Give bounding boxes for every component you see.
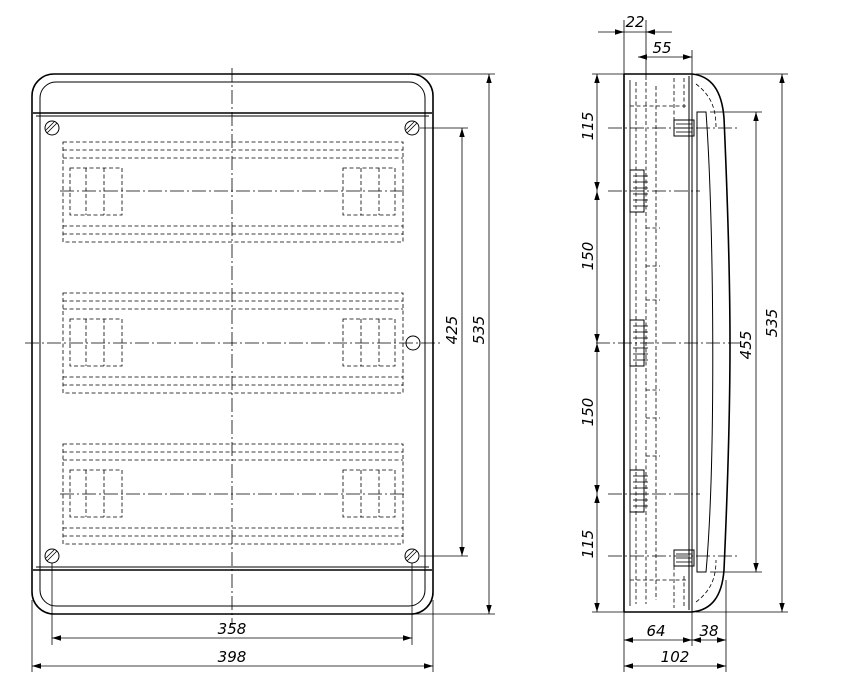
din-rail-row-2: [62, 292, 404, 394]
door-outline: [691, 73, 731, 613]
svg-text:535: 535: [763, 309, 781, 338]
dim-overall-width: 398: [31, 600, 434, 672]
dim-depth-22: 22: [598, 13, 672, 80]
dim-vertical-chain: 115 150 150 115: [579, 73, 624, 613]
enclosure-outline: [31, 73, 434, 615]
svg-text:38: 38: [699, 622, 718, 640]
screw-bottom-right: [404, 548, 420, 564]
svg-text:455: 455: [737, 331, 755, 360]
side-rail-3: [629, 469, 648, 513]
svg-text:64: 64: [646, 622, 665, 640]
dim-door-height: 455: [710, 111, 762, 573]
side-screw-bottom: [673, 549, 695, 567]
svg-text:22: 22: [625, 13, 644, 31]
din-rail-row-3: [60, 443, 406, 545]
dim-mount-width: 358: [51, 563, 413, 645]
svg-text:115: 115: [579, 112, 597, 141]
svg-text:535: 535: [470, 316, 488, 345]
enclosure-inner-edge: [39, 81, 426, 607]
lock-icon: [405, 335, 421, 351]
svg-text:358: 358: [218, 620, 247, 638]
dim-overall-height: 535: [412, 73, 495, 615]
svg-text:55: 55: [652, 39, 671, 57]
dim-depth-55: 55: [638, 39, 693, 74]
side-view: 22 55 115 150 150 115 455: [579, 13, 788, 672]
dim-bottom-depths: 64 38 102: [623, 580, 727, 672]
dim-mount-height: 425: [420, 127, 468, 557]
svg-text:150: 150: [579, 398, 597, 427]
svg-text:102: 102: [661, 648, 690, 666]
dim-side-overall-height: 535: [696, 73, 788, 613]
screw-top-right: [404, 120, 420, 136]
din-rail-row-1: [60, 141, 406, 243]
svg-text:115: 115: [579, 530, 597, 559]
svg-text:150: 150: [579, 242, 597, 271]
svg-text:398: 398: [218, 648, 247, 666]
front-view: 358 398 425 535: [25, 68, 495, 672]
door-inner-panel: [696, 111, 714, 573]
screw-top-left: [44, 120, 60, 136]
svg-text:425: 425: [443, 316, 461, 345]
screw-bottom-left: [44, 548, 60, 564]
